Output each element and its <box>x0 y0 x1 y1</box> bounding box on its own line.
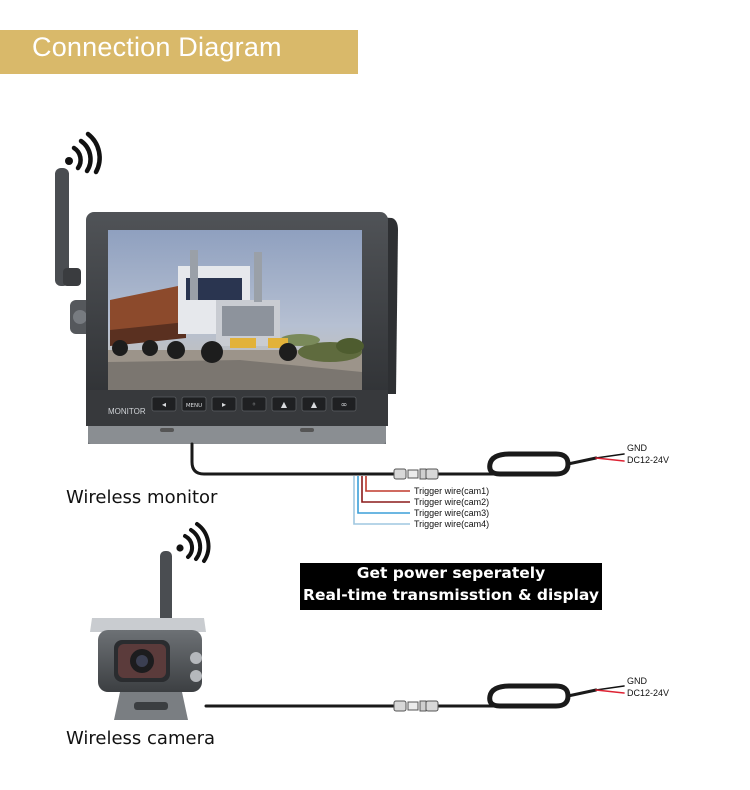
info-box: Get power seperately Real-time transmiss… <box>300 563 602 610</box>
svg-text:MENU: MENU <box>186 403 202 409</box>
trigger-wire-group <box>353 476 410 525</box>
svg-text:▲: ▲ <box>311 400 318 409</box>
svg-text:◦: ◦ <box>252 400 257 409</box>
trigger-wire-cam1 <box>365 476 410 492</box>
camera-caption: Wireless camera <box>66 728 216 749</box>
inline-connector <box>393 468 439 480</box>
camera-antenna <box>160 551 172 625</box>
gnd-label: GND <box>627 676 647 686</box>
wifi-signal-icon <box>176 522 211 563</box>
link-icon: ∞ <box>331 396 357 412</box>
info-line-power: Get power seperately <box>356 564 546 582</box>
svg-text:◂: ◂ <box>162 400 166 409</box>
dot-icon: ◦ <box>241 396 267 412</box>
up-arrow-icon: ▲ <box>271 396 297 412</box>
camera-cable <box>204 683 625 709</box>
trigger-wire-label-cam2: Trigger wire(cam2) <box>414 497 490 507</box>
svg-text:▸: ▸ <box>222 400 226 409</box>
page-title: Connection Diagram <box>32 32 282 62</box>
wifi-signal-icon <box>65 131 102 175</box>
info-line-transmission: Real-time transmisstion & display <box>303 586 599 604</box>
trigger-wire-cam4 <box>353 476 410 525</box>
dc-voltage-label: DC12-24V <box>627 455 670 465</box>
monitor-caption: Wireless monitor <box>66 487 218 508</box>
gnd-label: GND <box>627 443 647 453</box>
inline-connector <box>393 700 439 712</box>
monitor-button-row: ◂ MENU ▸ ◦ ▲ ▲ ∞ <box>151 396 357 412</box>
trigger-wire-label-cam4: Trigger wire(cam4) <box>414 519 490 529</box>
menu-button: MENU <box>181 396 207 412</box>
dc-voltage-label: DC12-24V <box>627 688 670 698</box>
title-banner <box>0 30 358 74</box>
wireless-monitor: MONITOR <box>55 168 398 444</box>
trigger-wire-cam2 <box>361 476 410 503</box>
monitor-cable <box>190 442 625 477</box>
wireless-camera <box>90 551 206 720</box>
svg-text:∞: ∞ <box>341 400 348 409</box>
monitor-antenna <box>55 168 69 286</box>
trigger-wire-label-cam1: Trigger wire(cam1) <box>414 486 490 496</box>
left-arrow-icon: ◂ <box>151 396 177 412</box>
trigger-wire-label-cam3: Trigger wire(cam3) <box>414 508 490 518</box>
monitor-brand-label: MONITOR <box>108 407 146 416</box>
up-arrow-icon: ▲ <box>301 396 327 412</box>
svg-text:▲: ▲ <box>281 400 288 409</box>
right-arrow-icon: ▸ <box>211 396 237 412</box>
trigger-wire-cam3 <box>357 476 410 514</box>
